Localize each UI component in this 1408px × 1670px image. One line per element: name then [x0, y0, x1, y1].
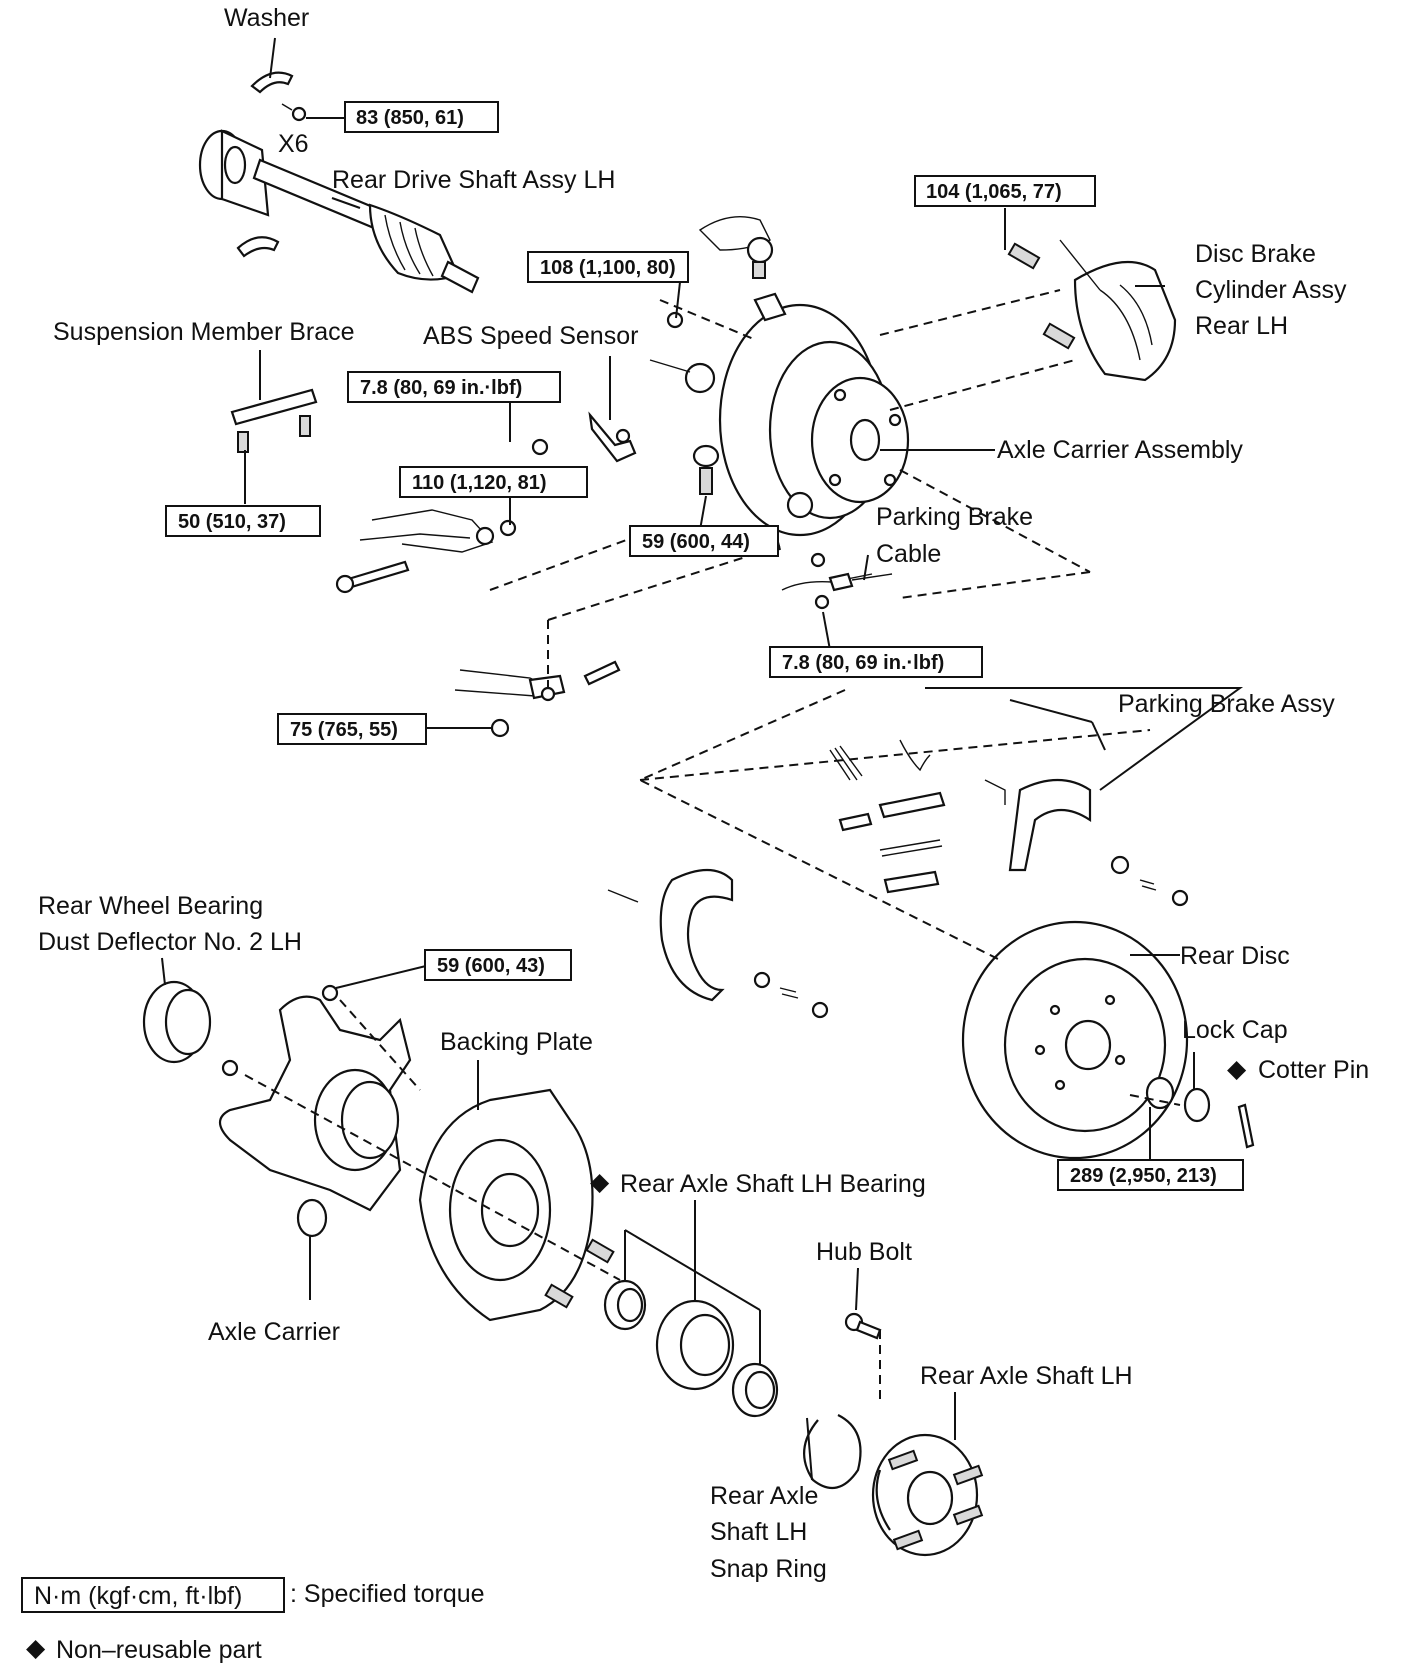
label-abs-sensor: ABS Speed Sensor [423, 322, 638, 350]
label-suspension-brace: Suspension Member Brace [53, 318, 355, 346]
legend: N·m (kgf·cm, ft·lbf) : Specified torque … [21, 1577, 485, 1664]
snap-ring-illustration [803, 1414, 862, 1490]
torque-box-caliper: 104 (1,065, 77) [914, 175, 1096, 207]
axle-carrier-illustration [218, 995, 412, 1238]
parking-brake-assy-illustration [829, 739, 1189, 907]
label-dust-deflector-line1: Rear Wheel Bearing [38, 892, 263, 920]
label-axle-bearing: Rear Axle Shaft LH Bearing [620, 1170, 926, 1198]
torque-box-washer: 83 (850, 61) [344, 101, 499, 133]
label-snap-ring-line1: Rear Axle [710, 1482, 818, 1510]
leader-lines [161, 37, 1244, 1481]
torque-box-balljoint: 108 (1,100, 80) [527, 251, 689, 283]
torque-value: 110 (1,120, 81) [412, 472, 547, 494]
disc-brake-cylinder-illustration [1007, 239, 1177, 382]
torque-box-arm: 110 (1,120, 81) [399, 466, 588, 498]
label-lock-cap: Lock Cap [1182, 1016, 1288, 1044]
label-disc-brake-line2: Cylinder Assy [1195, 276, 1347, 304]
torque-box-lower: 59 (600, 44) [629, 525, 779, 557]
label-parking-brake-assy: Parking Brake Assy [1118, 690, 1335, 718]
backing-plate-illustration [418, 1088, 615, 1322]
torque-box-hubnut: 289 (2,950, 213) [1057, 1159, 1244, 1191]
label-nonreusable-cotter-pin: ◆ [1227, 1055, 1247, 1083]
torque-value: 59 (600, 44) [642, 531, 750, 553]
torque-value: 59 (600, 43) [437, 955, 545, 977]
axle-bearing-illustration [603, 1279, 779, 1418]
torque-value: 108 (1,100, 80) [540, 257, 676, 279]
label-x6: X6 [278, 130, 309, 158]
rear-disc-illustration [961, 920, 1189, 1160]
torque-box-deflector: 59 (600, 43) [424, 949, 572, 981]
label-disc-brake-line3: Rear LH [1195, 312, 1288, 340]
parking-brake-cable-illustration [781, 552, 893, 610]
label-snap-ring-line2: Shaft LH [710, 1518, 807, 1546]
label-disc-brake-line1: Disc Brake [1195, 240, 1316, 268]
torque-value: 83 (850, 61) [356, 107, 464, 129]
torque-value: 50 (510, 37) [178, 511, 286, 533]
brake-shoe-illustration [607, 869, 829, 1019]
torque-box-cable: 7.8 (80, 69 in.·lbf) [769, 646, 983, 678]
label-rear-disc: Rear Disc [1180, 942, 1290, 970]
torque-value: 7.8 (80, 69 in.·lbf) [782, 652, 944, 674]
axle-carrier-assembly-illustration [649, 292, 910, 537]
legend-torque-unit: N·m (kgf·cm, ft·lbf) [34, 1582, 242, 1610]
label-snap-ring-line3: Snap Ring [710, 1555, 827, 1583]
label-rear-axle-shaft: Rear Axle Shaft LH [920, 1362, 1133, 1390]
abs-sensor-illustration [531, 411, 637, 463]
torque-box-abs: 7.8 (80, 69 in.·lbf) [347, 371, 561, 403]
legend-nonreusable-symbol: ◆ [26, 1634, 46, 1662]
label-parking-cable-line1: Parking Brake [876, 503, 1033, 531]
torque-value: 7.8 (80, 69 in.·lbf) [360, 377, 522, 399]
lower-arm-illustration [335, 509, 517, 594]
label-washer: Washer [224, 4, 309, 32]
label-nonreusable-bearing: ◆ [590, 1168, 610, 1196]
stabilizer-link-illustration [454, 660, 621, 738]
label-axle-carrier: Axle Carrier [208, 1318, 340, 1346]
torque-value: 75 (765, 55) [290, 719, 398, 741]
upper-arm-illustration [666, 215, 774, 329]
label-parking-cable-line2: Cable [876, 540, 941, 568]
label-rear-drive-shaft: Rear Drive Shaft Assy LH [332, 166, 615, 194]
torque-box-brace: 50 (510, 37) [165, 505, 321, 537]
label-hub-bolt: Hub Bolt [816, 1238, 912, 1266]
suspension-brace-illustration [230, 388, 318, 453]
hub-bolt-illustration [844, 1312, 882, 1340]
label-axle-carrier-assy: Axle Carrier Assembly [997, 436, 1243, 464]
torque-value: 289 (2,950, 213) [1070, 1165, 1217, 1187]
legend-nonreusable-desc: Non–reusable part [56, 1636, 262, 1664]
dust-deflector-illustration [142, 980, 339, 1077]
label-backing-plate: Backing Plate [440, 1028, 593, 1056]
torque-box-link: 75 (765, 55) [277, 713, 427, 745]
rear-drive-shaft-illustration [198, 129, 480, 294]
rear-axle-shaft-illustration [871, 1433, 984, 1557]
washer-illustration [236, 71, 307, 258]
torque-value: 104 (1,065, 77) [926, 181, 1062, 203]
hub-nut-illustration [1145, 1076, 1255, 1149]
legend-torque-desc: : Specified torque [290, 1580, 485, 1608]
label-dust-deflector-line2: Dust Deflector No. 2 LH [38, 928, 302, 956]
label-cotter-pin: Cotter Pin [1258, 1056, 1369, 1084]
